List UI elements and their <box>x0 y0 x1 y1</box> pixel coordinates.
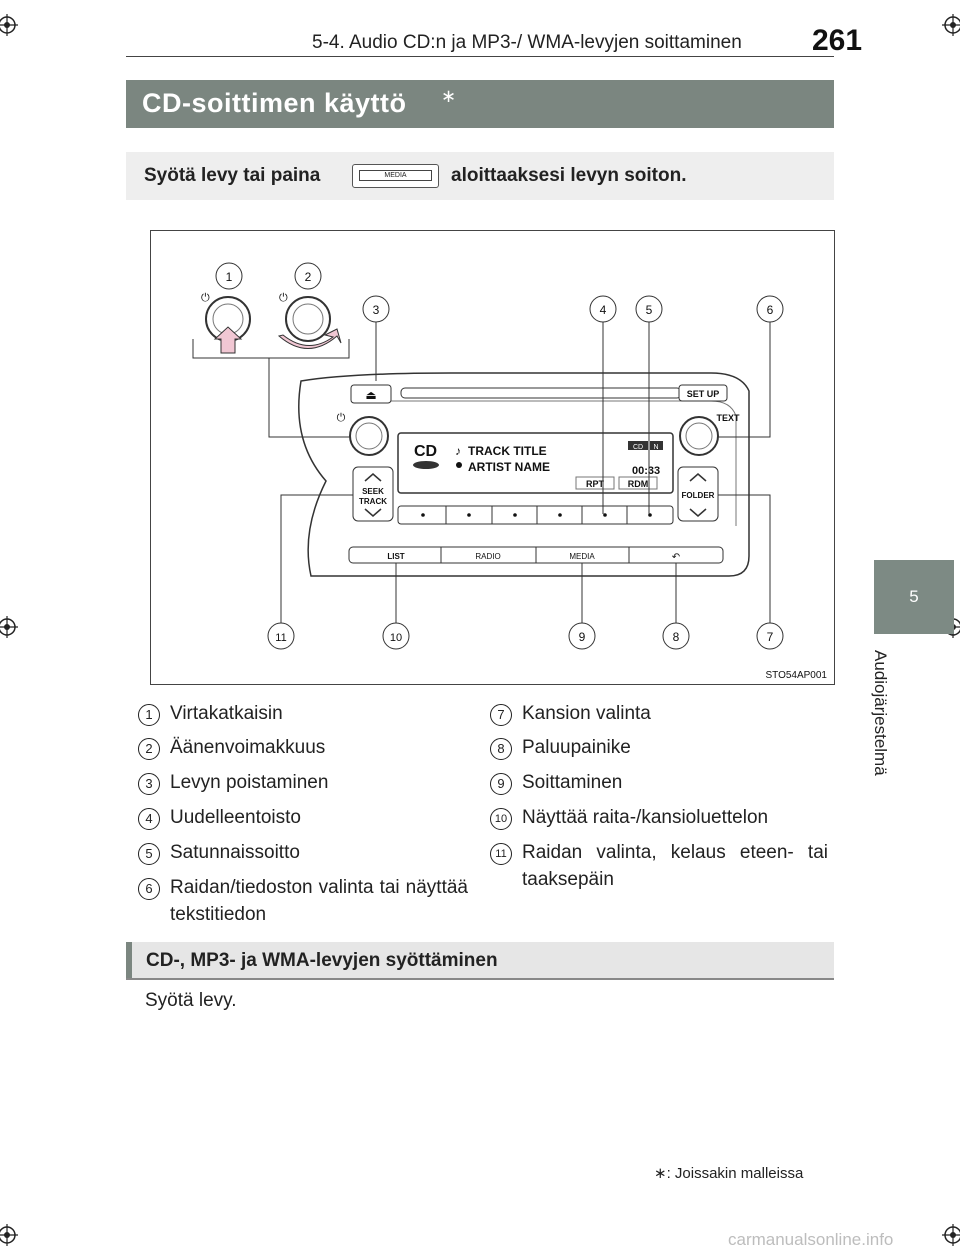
callout-4: 4 <box>600 303 607 317</box>
registration-mark-bottom-left <box>0 1224 18 1246</box>
media-key-icon: MEDIA <box>352 164 439 188</box>
legend-num: 7 <box>490 704 512 726</box>
subsection-accent <box>126 942 132 978</box>
media-key-label: MEDIA <box>359 170 432 181</box>
legend-text: Äänenvoimakkuus <box>170 737 326 758</box>
back-button-icon: ↶ <box>672 552 680 563</box>
power-symbol-knob: ⏻ <box>337 412 346 424</box>
legend-text: Näyttää raita-/kansioluettelon <box>522 807 769 828</box>
legend-num: 3 <box>138 773 160 795</box>
footnote: ∗: Joissakin malleissa <box>654 1164 803 1182</box>
faceplate-outline <box>298 372 750 577</box>
legend-num: 6 <box>138 878 160 900</box>
callout-1: 1 <box>226 270 233 284</box>
figure-code: STO54AP001 <box>765 670 827 681</box>
radio-button-label: RADIO <box>475 552 500 561</box>
section-title-banner: CD-soittimen käyttö ∗ <box>126 80 834 128</box>
registration-mark-top-right <box>942 14 960 36</box>
legend-num: 1 <box>138 704 160 726</box>
legend-text: Paluupainike <box>522 737 631 758</box>
disc-icon <box>413 461 439 469</box>
eject-icon: ⏏ <box>365 388 376 402</box>
page-number: 261 <box>812 24 863 57</box>
callout-2: 2 <box>305 270 312 284</box>
display-track-title: TRACK TITLE <box>468 444 547 458</box>
display-rdm: RDM <box>628 479 649 489</box>
eject-button <box>350 384 392 404</box>
legend-text: Virtakatkaisin <box>170 703 283 724</box>
legend-num: 11 <box>490 843 512 865</box>
legend-num: 2 <box>138 738 160 760</box>
legend-text: Raidan valinta, kelaus eteen- tai taakse… <box>522 842 828 890</box>
folder-button <box>677 466 719 522</box>
watermark: carmanualsonline.info <box>728 1230 894 1249</box>
instruction-box: Syötä levy tai paina MEDIA aloittaaksesi… <box>126 152 834 200</box>
subsection-header: CD-, MP3- ja WMA-levyjen syöttäminen <box>126 942 834 980</box>
legend-num: 9 <box>490 773 512 795</box>
display-artist-name: ARTIST NAME <box>468 460 550 474</box>
display-rpt: RPT <box>586 479 605 489</box>
display-time: 00:33 <box>632 465 660 477</box>
callout-10: 10 <box>390 632 402 644</box>
title-asterisk: ∗ <box>441 86 457 106</box>
press-arrow-icon <box>213 326 243 354</box>
footnote-text: : Joissakin malleissa <box>666 1165 804 1182</box>
callout-5: 5 <box>646 303 653 317</box>
text-label: TEXT <box>716 413 740 423</box>
callout-11: 11 <box>275 632 286 644</box>
legend-text: Uudelleentoisto <box>170 807 301 828</box>
cd-slot <box>400 387 682 399</box>
subsection-title: CD-, MP3- ja WMA-levyjen syöttäminen <box>146 950 498 971</box>
power-symbol-inset-2: ⏻ <box>279 292 288 304</box>
legend-num: 5 <box>138 843 160 865</box>
registration-mark-mid-left <box>0 616 18 638</box>
callout-6: 6 <box>767 303 774 317</box>
chapter-tab: 5 <box>874 560 954 634</box>
chapter-label-text: Audiojärjestelmä <box>871 650 890 776</box>
audio-unit-figure: ⏏ SET UP ⏻ TEXT CD TRACK TITLE ♪ ARTIST … <box>150 230 835 685</box>
legend-text: Raidan/tiedoston valinta tai näyttää tek… <box>170 877 468 925</box>
setup-button <box>678 384 728 402</box>
callout-8: 8 <box>673 630 680 644</box>
artist-icon <box>456 462 462 468</box>
media-button-label: MEDIA <box>569 552 595 561</box>
legend-text: Satunnaissoitto <box>170 842 300 863</box>
chapter-label: Audiojärjestelmä <box>871 650 912 810</box>
callout-9: 9 <box>579 630 586 644</box>
body-text: Syötä levy. <box>145 990 237 1011</box>
display-source: CD <box>414 443 437 460</box>
running-head: 5-4. Audio CD:n ja MP3-/ WMA-levyjen soi… <box>312 32 742 53</box>
chapter-number: 5 <box>909 587 919 606</box>
callout-7: 7 <box>767 630 774 644</box>
track-label: TRACK <box>359 497 387 506</box>
folder-label: FOLDER <box>682 491 715 500</box>
legend-text: Levyn poistaminen <box>170 772 329 793</box>
header-rule <box>126 56 834 57</box>
display-badge-n: N <box>653 444 658 451</box>
seek-label: SEEK <box>362 487 384 496</box>
legend-text: Soittaminen <box>522 772 623 793</box>
list-button-label: LIST <box>387 552 404 561</box>
instruction-text-before: Syötä levy tai paina <box>144 165 321 186</box>
legend-text: Kansion valinta <box>522 703 651 724</box>
registration-mark-top-left <box>0 14 18 36</box>
note-icon: ♪ <box>455 444 461 458</box>
legend-num: 10 <box>490 808 512 830</box>
legend-num: 8 <box>490 738 512 760</box>
page-title: CD-soittimen käyttö <box>142 88 407 118</box>
legend-num: 4 <box>138 808 160 830</box>
seek-track-button <box>352 466 394 522</box>
inset-knob-turn <box>285 296 331 342</box>
registration-mark-bottom-right <box>942 1224 960 1246</box>
callout-3: 3 <box>373 303 380 317</box>
footnote-mark: ∗ <box>654 1165 667 1182</box>
power-symbol-inset-1: ⏻ <box>201 292 210 304</box>
audio-unit-illustration: ⏏ SET UP ⏻ TEXT CD TRACK TITLE ♪ ARTIST … <box>192 262 827 681</box>
setup-label: SET UP <box>687 389 720 399</box>
preset-button-row <box>397 505 674 525</box>
rotate-arrow-icon <box>277 328 342 349</box>
display-badge-cd: CD <box>633 444 643 451</box>
instruction-text-after: aloittaaksesi levyn soiton. <box>451 165 687 186</box>
